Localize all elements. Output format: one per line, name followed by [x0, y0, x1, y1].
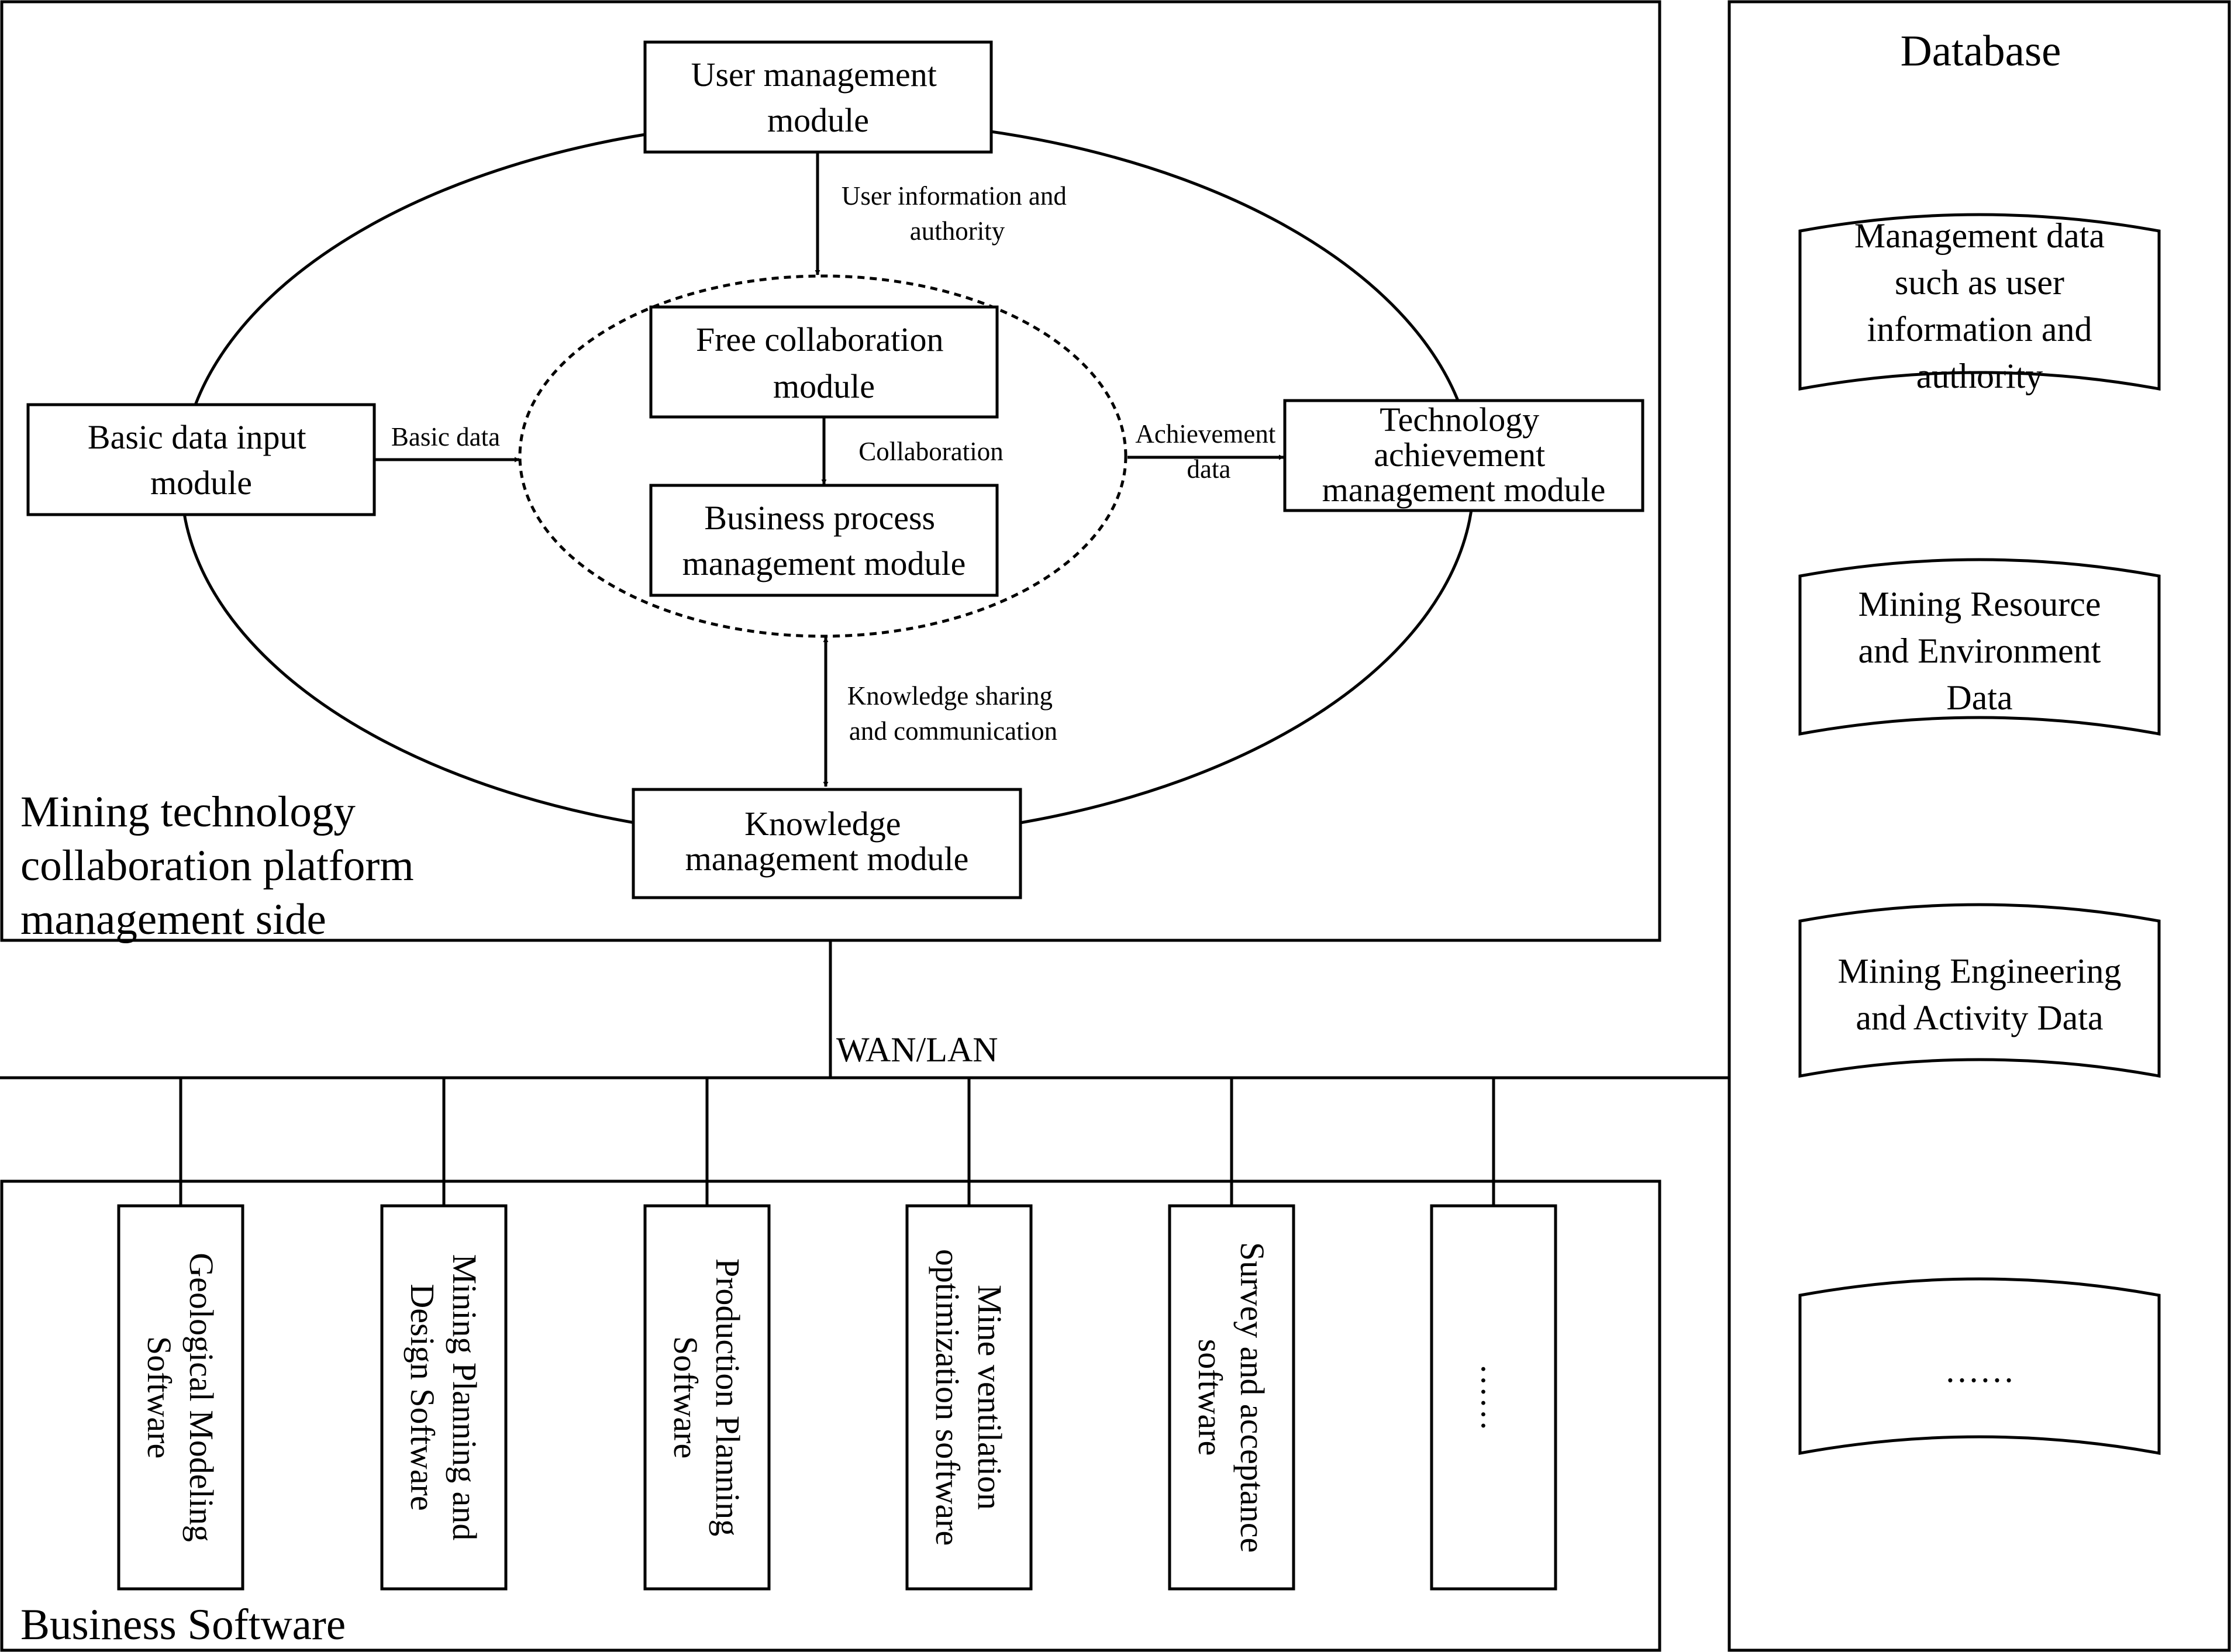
basic-data-label: Basic data	[391, 422, 500, 451]
database-cylinder	[1798, 558, 2161, 736]
database-cylinder	[1798, 903, 2161, 1078]
business-process-module	[649, 484, 999, 597]
knowledge-management-module	[632, 788, 1022, 899]
software-label: Production PlanningSoftware	[667, 1258, 747, 1536]
database-cylinder	[1798, 213, 2161, 391]
basic-data-input-module	[26, 403, 376, 516]
software-box	[1430, 1204, 1557, 1591]
database-title: Database	[1901, 27, 2061, 75]
software-box	[905, 1204, 1033, 1591]
user-info-label: User information and authority	[842, 181, 1073, 246]
knowledge-management-module-label: Knowledge management module	[685, 805, 969, 878]
software-box	[643, 1204, 771, 1591]
business-process-module-label: Business process management module	[682, 499, 966, 582]
software-label: Survey and acceptancesoftware	[1191, 1242, 1271, 1553]
free-collaboration-module-label: Free collaboration module	[696, 320, 952, 405]
database-cylinder	[1798, 1277, 2161, 1455]
collaboration-label: Collaboration	[858, 437, 1003, 466]
knowledge-sharing-label: Knowledge sharing and communication	[847, 681, 1059, 746]
software-items: Geological ModelingSoftware Mining Planni…	[117, 1078, 1557, 1591]
software-label: Mining Planning andDesign Software	[404, 1254, 484, 1541]
software-label: ……	[1474, 1364, 1512, 1432]
software-label: Geological ModelingSoftware	[140, 1253, 220, 1542]
business-software-title: Business Software	[20, 1601, 346, 1649]
network-label: WAN/LAN	[836, 1030, 998, 1069]
achievement-data-label: Achievement data	[1135, 419, 1282, 484]
user-management-module-label: User management module	[691, 56, 946, 139]
collaboration-zone	[518, 274, 1127, 638]
platform-title: Mining technology collaboration platform…	[20, 788, 425, 944]
software-label: Mine ventilationoptimization software	[929, 1249, 1009, 1546]
database-frame	[1727, 0, 2231, 1652]
technology-achievement-module	[1283, 399, 1644, 512]
basic-data-input-module-label: Basic data input module	[88, 418, 315, 502]
database-store-label: ……	[1944, 1351, 2015, 1389]
software-box	[1168, 1204, 1295, 1591]
technology-achievement-module-label: Technology achievement management module	[1322, 401, 1606, 509]
business-software-frame	[0, 1179, 1661, 1652]
software-box	[117, 1204, 244, 1591]
software-box	[380, 1204, 508, 1591]
free-collaboration-module	[649, 305, 999, 419]
